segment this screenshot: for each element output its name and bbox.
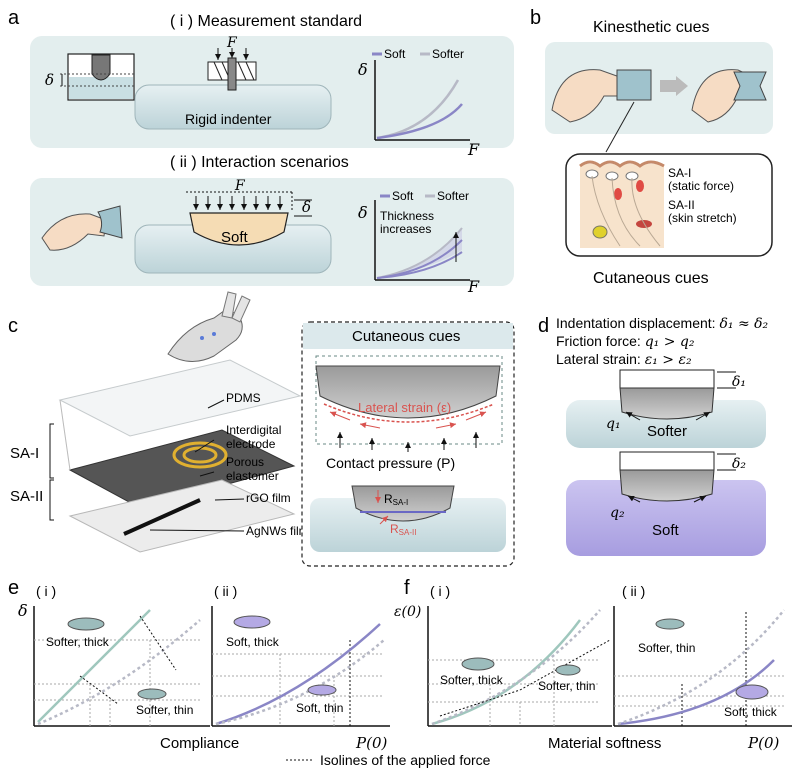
contact-pressure-label: Contact pressure (P)	[326, 455, 455, 471]
strain-line: Lateral strain: ε₁ > ε₂	[556, 351, 692, 368]
cutaneous-cues-label-b: Cutaneous cues	[593, 270, 709, 287]
legend-softer-a-ii: Softer	[437, 189, 469, 203]
thickness-label-2: increases	[380, 222, 431, 236]
robot-hand-illustration	[167, 291, 251, 362]
sa1-note-b: (static force)	[668, 179, 734, 193]
rigid-indenter-setup	[134, 48, 332, 130]
indenter-cup-diagram	[60, 53, 136, 101]
exploded-sensor-stack	[58, 359, 302, 553]
hand-pinch-icon	[41, 205, 123, 251]
chart-f-ii	[613, 606, 792, 727]
panel-f-sub-ii: ( ii )	[622, 583, 645, 599]
electrode-label-1: Interdigital	[226, 423, 281, 437]
cutaneous-cues-title: Cutaneous cues	[352, 328, 460, 345]
sa2-label-b: SA-II	[668, 198, 695, 212]
chart-a-ii	[374, 194, 470, 281]
panel-e-letter: e	[8, 577, 19, 599]
panel-a-ii-title: ( ii ) Interaction scenarios	[170, 154, 349, 171]
force-symbol-a-i: F	[226, 35, 238, 51]
soft-sample-setup	[134, 191, 332, 274]
rgo-label: rGO film	[246, 491, 291, 505]
panel-d-letter: d	[538, 315, 549, 337]
isolines-label: Isolines of the applied force	[320, 752, 491, 768]
kinesthetic-cues-label: Kinesthetic cues	[593, 19, 710, 36]
chart-e-i	[33, 606, 210, 727]
sa2-note-b: (skin stretch)	[668, 211, 737, 225]
p0-label-f: P(0)	[747, 734, 779, 752]
panel-f-y-axis: ε(0)	[394, 604, 421, 620]
friction-line: Friction force: q₁ > q₂	[556, 333, 695, 350]
r-sa1-label: RSA-I	[384, 492, 408, 507]
material-softness-label: Material softness	[548, 735, 661, 752]
chart-a-ii-y-axis: δ	[358, 203, 368, 222]
sa1-label-b: SA-I	[668, 166, 691, 180]
sa2-label-c: SA-II	[10, 488, 43, 505]
zoom-pointer	[605, 101, 635, 153]
chart-a-ii-x-axis: F	[467, 277, 480, 296]
sa2-bracket	[49, 479, 54, 521]
delta-symbol-a-ii: δ	[302, 198, 311, 216]
delta1-label: δ₁	[732, 374, 746, 390]
chart-a-i	[372, 52, 470, 141]
soft-sample-label: Soft	[221, 229, 249, 246]
panel-c-letter: c	[8, 315, 18, 337]
chart-a-i-x-axis: F	[467, 140, 480, 159]
compliance-label: Compliance	[160, 735, 239, 752]
hand-squeeze-icons	[551, 69, 767, 123]
legend-softer-a-i: Softer	[432, 47, 464, 61]
force-symbol-a-ii: F	[234, 178, 246, 194]
chart-f-i	[427, 606, 612, 727]
softer-label-d: Softer	[647, 423, 687, 440]
q2-label: q₂	[610, 505, 625, 521]
soft-thin-e: Soft, thin	[296, 701, 343, 715]
soft-thick-f: Soft, thick	[724, 705, 778, 719]
softer-thin-f-ii: Softer, thin	[638, 641, 695, 655]
soft-tissue-diagram	[566, 451, 766, 556]
panel-e-y-axis: δ	[18, 601, 28, 620]
panel-f-sub-i: ( i )	[430, 583, 450, 599]
softer-thick-e: Softer, thick	[46, 635, 110, 649]
chart-a-i-y-axis: δ	[358, 60, 368, 79]
panel-e-sub-ii: ( ii )	[214, 583, 237, 599]
softer-thin-f: Softer, thin	[538, 679, 595, 693]
legend-soft-a-ii: Soft	[392, 189, 414, 203]
resistance-diagram	[310, 485, 506, 552]
softer-tissue-diagram	[566, 369, 766, 448]
panel-e-sub-i: ( i )	[36, 583, 56, 599]
pdms-label: PDMS	[226, 391, 261, 405]
panel-f-letter: f	[404, 577, 410, 599]
sa1-label-c: SA-I	[10, 445, 39, 462]
porous-label-1: Porous	[226, 455, 264, 469]
agnws-label: AgNWs film	[246, 524, 309, 538]
lateral-strain-diagram	[315, 355, 503, 452]
skin-cross-section	[579, 160, 665, 248]
delta2-label: δ₂	[732, 456, 746, 472]
cutaneous-cues-header	[303, 323, 513, 349]
r-sa2-label: RSA-II	[390, 522, 416, 537]
panel-b-letter: b	[530, 7, 541, 29]
indentation-line: Indentation displacement: δ₁ ≈ δ₂	[556, 315, 769, 332]
softer-thick-f: Softer, thick	[440, 673, 504, 687]
sa1-bracket	[49, 423, 54, 479]
lateral-strain-label: Lateral strain (ε)	[358, 400, 451, 415]
p0-label-e: P(0)	[355, 734, 387, 752]
legend-soft-a-i: Soft	[384, 47, 406, 61]
softer-thin-e: Softer, thin	[136, 703, 193, 717]
chart-e-ii	[211, 606, 390, 727]
soft-thick-e: Soft, thick	[226, 635, 280, 649]
electrode-label-2: electrode	[226, 437, 276, 451]
thickness-label-1: Thickness	[380, 209, 434, 223]
panel-a-letter: a	[8, 7, 20, 29]
soft-label-d: Soft	[652, 522, 680, 539]
delta-symbol-a: δ	[45, 71, 54, 89]
panel-a-i-title: ( i ) Measurement standard	[170, 13, 362, 30]
porous-label-2: elastomer	[226, 469, 279, 483]
q1-label: q₁	[606, 416, 621, 432]
rigid-indenter-label: Rigid indenter	[185, 111, 272, 127]
